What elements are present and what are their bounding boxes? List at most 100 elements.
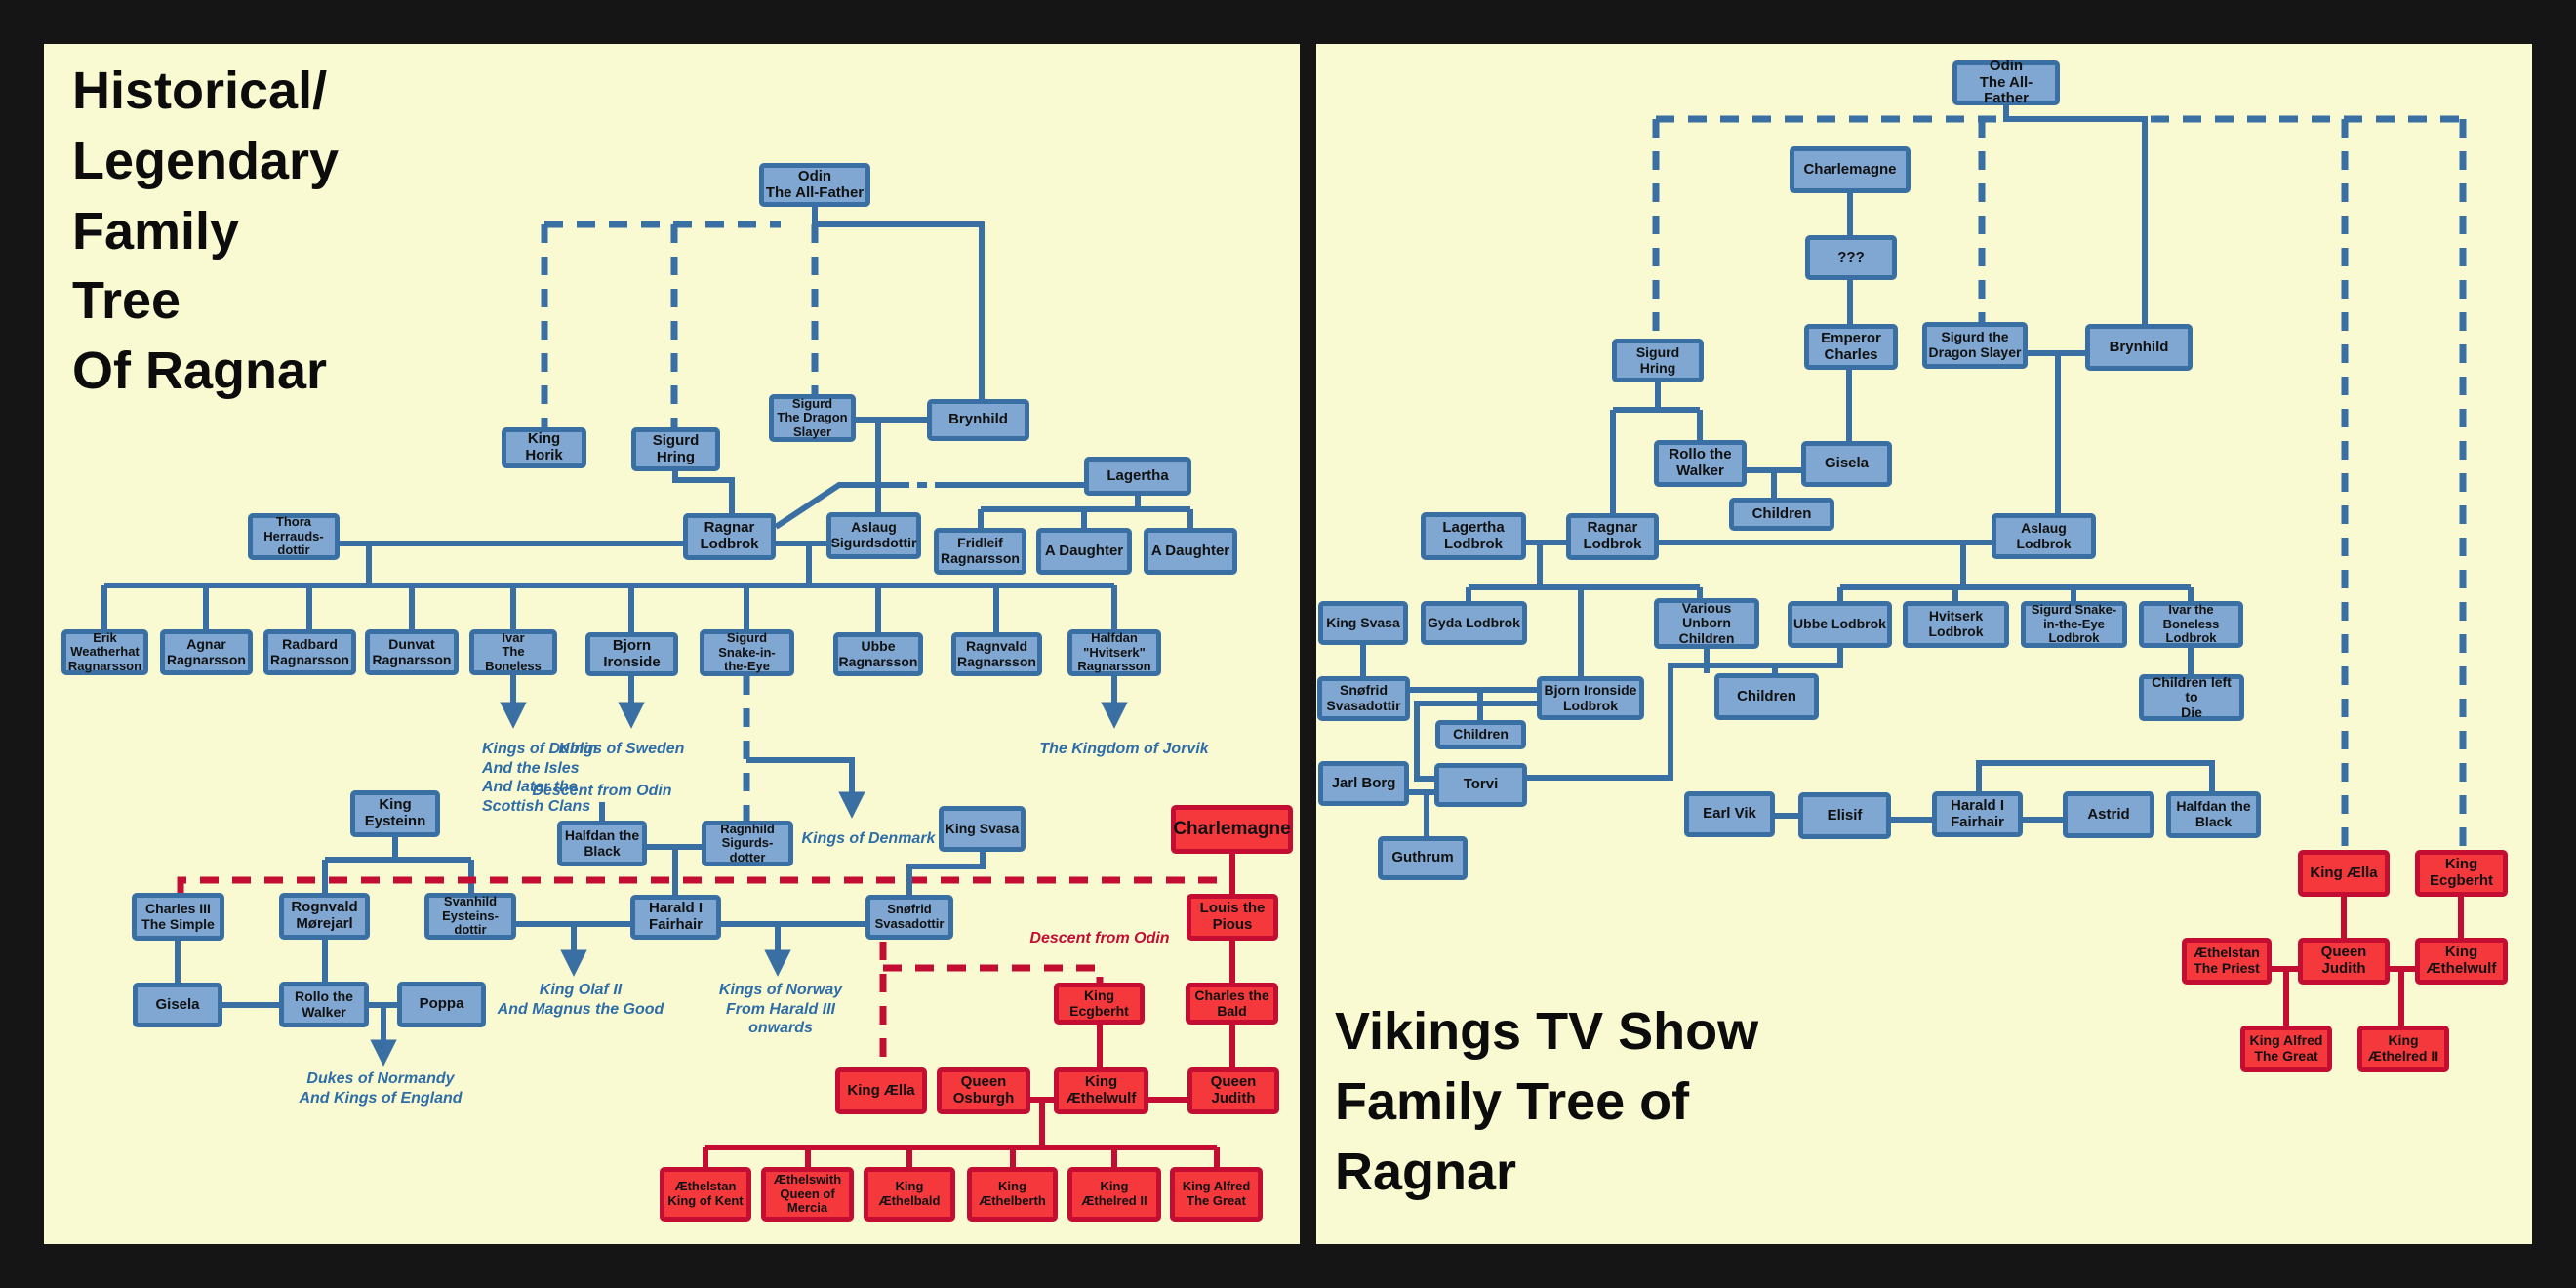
annotation-label: The Kingdom of Jorvik (1039, 741, 1209, 757)
tree-node-king-alfred: King Alfred The Great (1170, 1167, 1263, 1222)
tree-node-rognvald: Rognvald Mørejarl (279, 893, 370, 940)
tree-node-radbard: Radbard Ragnarsson (263, 629, 356, 675)
tree-node-queen-judith: Queen Judith (1187, 1067, 1279, 1114)
tree-node-louis-pious: Louis the Pious (1187, 894, 1278, 941)
tree-node-queen-judith: Queen Judith (2298, 938, 2390, 985)
tree-node-charlemagne: Charlemagne (1171, 805, 1293, 854)
tree-node-aslaug: Aslaug Lodbrok (1992, 513, 2096, 559)
tree-node-snofrid: Snøfrid Svasadottir (865, 895, 953, 940)
connector-blue-solid (1527, 648, 1843, 781)
annotation-label: King Olaf II And Magnus the Good (497, 982, 664, 1018)
tree-node-sigurd-snake: Sigurd Snake- in-the-Eye Lodbrok (2021, 601, 2127, 648)
tree-node-ragnar: Ragnar Lodbrok (1566, 513, 1659, 560)
left-panel-title: Historical/ Legendary Family Tree Of Rag… (72, 61, 340, 401)
annotation-label: Kings of Norway From Harald III onwards (718, 982, 843, 1037)
tree-node-bjorn-ironside: Bjorn Ironside Lodbrok (1537, 676, 1644, 720)
annotation-label: Descent from Odin (532, 783, 672, 799)
tree-node-king-ecgberht: King Ecgberht (2415, 850, 2508, 897)
tree-node-thora: Thora Herrauds- dottir (248, 513, 340, 560)
tree-node-halfdan-black: Halfdan the Black (2166, 791, 2261, 838)
tree-node-lagertha: Lagertha Lodbrok (1421, 512, 1526, 560)
tree-node-aslaug: Aslaug Sigurdsdottir (826, 512, 921, 559)
tree-node-aethelswith: Æthelswith Queen of Mercia (761, 1167, 854, 1222)
tree-node-guthrum: Guthrum (1378, 836, 1468, 880)
tree-node-charles-bald: Charles the Bald (1186, 983, 1278, 1025)
tree-node-ivar-boneless: Ivar The Boneless (469, 629, 557, 675)
tree-node-ivar-boneless: Ivar the Boneless Lodbrok (2139, 601, 2243, 648)
annotation-label: Kings of Denmark (801, 830, 936, 847)
tree-node-brynhild: Brynhild (927, 399, 1029, 441)
tree-node-svanhild: Svanhild Eysteins- dottir (424, 893, 516, 940)
tree-node-lagertha: Lagertha (1084, 457, 1191, 496)
tree-node-king-aella: King Ælla (835, 1067, 927, 1114)
tree-node-queen-osburgh: Queen Osburgh (937, 1067, 1030, 1114)
connector-blue-solid-arrow (746, 757, 865, 819)
tree-node-king-aethelwulf: King Æthelwulf (2415, 938, 2508, 985)
tree-node-king-svasa: King Svasa (939, 806, 1026, 852)
tree-node-bjorn-ironside: Bjorn Ironside (585, 632, 678, 676)
tree-node-halfdan-hvitserk: Halfdan "Hvitserk" Ragnarsson (1067, 629, 1161, 676)
right-panel-title: Vikings TV Show Family Tree of Ragnar (1335, 1002, 1759, 1201)
tree-node-aethelstan-kent: Æthelstan King of Kent (660, 1167, 751, 1222)
tree-node-children-bjorn: Children (1435, 720, 1526, 749)
tree-node-ubbe: Ubbe Ragnarsson (833, 632, 923, 676)
tree-node-ragnvald: Ragnvald Ragnarsson (951, 632, 1042, 676)
tree-node-sigurd-dragon-slayer: Sigurd the Dragon Slayer (1922, 322, 2028, 369)
tree-node-charles-iii: Charles III The Simple (132, 893, 224, 941)
tree-node-king-eysteinn: King Eysteinn (350, 790, 440, 837)
tree-node-aethelstan-priest: Æthelstan The Priest (2182, 938, 2272, 985)
tree-node-ubbe: Ubbe Lodbrok (1788, 601, 1892, 648)
tree-node-various-unborn: Various Unborn Children (1654, 598, 1759, 649)
tree-node-king-ecgberht: King Ecgberht (1054, 983, 1145, 1025)
tree-node-emperor-charles: Emperor Charles (1804, 324, 1898, 370)
tree-node-sigurd-dragon-slayer: Sigurd The Dragon Slayer (769, 394, 856, 442)
tree-node-erik: Erik Weatherhat Ragnarsson (61, 629, 148, 675)
tree-node-torvi: Torvi (1434, 763, 1527, 807)
tree-node-gyda: Gyda Lodbrok (1421, 601, 1527, 645)
tree-node-king-aella: King Ælla (2298, 850, 2390, 897)
connector-blue-solid (906, 852, 986, 895)
tree-node-harald-fairhair: Harald I Fairhair (630, 895, 721, 940)
tree-node-brynhild: Brynhild (2085, 324, 2193, 371)
tree-node-children-rollo: Children (1729, 498, 1834, 531)
tree-node-children-ubbe: Children (1714, 673, 1819, 720)
annotation-label: Dukes of Normandy And Kings of England (299, 1070, 463, 1107)
tree-node-odin: Odin The All-Father (1952, 58, 2060, 106)
tree-node-odin: Odin The All-Father (759, 163, 870, 207)
tree-node-king-aethelbald: King Æthelbald (864, 1167, 955, 1222)
tree-node-rollo: Rollo the Walker (279, 982, 369, 1027)
tree-node-unknown: ??? (1805, 235, 1897, 280)
tree-node-poppa: Poppa (397, 982, 486, 1027)
connector-blue-solid (812, 221, 985, 399)
tree-node-sigurd-hring: Sigurd Hring (631, 427, 720, 471)
tree-node-king-aethelberth: King Æthelberth (967, 1167, 1058, 1222)
connector-red-dashed (883, 964, 1104, 983)
tree-node-gisela: Gisela (133, 983, 222, 1027)
tree-node-charlemagne: Charlemagne (1790, 146, 1911, 193)
tree-node-daughter-1: A Daughter (1036, 528, 1132, 575)
tree-node-sigurd-snake: Sigurd Snake-in- the-Eye (700, 629, 794, 676)
tree-node-snofrid: Snøfrid Svasadottir (1317, 676, 1410, 721)
tree-node-dunvat: Dunvat Ragnarsson (365, 629, 459, 675)
tree-node-ragnar: Ragnar Lodbrok (683, 513, 776, 560)
annotation-label: Descent from Odin (1029, 930, 1170, 946)
tree-node-king-alfred: King Alfred The Great (2240, 1026, 2332, 1072)
tree-node-hvitserk: Hvitserk Lodbrok (1903, 601, 2009, 648)
connector-blue-solid (1976, 760, 2215, 791)
tree-node-fridleif: Fridleif Ragnarsson (934, 528, 1026, 575)
tree-node-king-aethelwulf: King Æthelwulf (1054, 1067, 1148, 1114)
tree-node-ragnhild: Ragnhild Sigurds- dotter (702, 821, 793, 866)
tree-node-gisela: Gisela (1801, 441, 1892, 487)
connector-blue-solid (672, 471, 735, 513)
tree-node-king-aethelred: King Æthelred II (1067, 1167, 1161, 1222)
annotation-label: Kings of Dublin And the Isles And later … (482, 741, 598, 815)
annotation-label: Kings of Sweden (558, 741, 685, 757)
tree-node-rollo: Rollo the Walker (1654, 440, 1747, 487)
connector-blue-solid (2003, 116, 2148, 324)
tree-node-king-svasa: King Svasa (1318, 601, 1408, 645)
tree-node-king-horik: King Horik (502, 427, 586, 468)
tree-node-elisif: Elisif (1798, 792, 1891, 839)
connector-red-dashed (177, 876, 1220, 893)
tree-node-astrid: Astrid (2063, 791, 2154, 838)
